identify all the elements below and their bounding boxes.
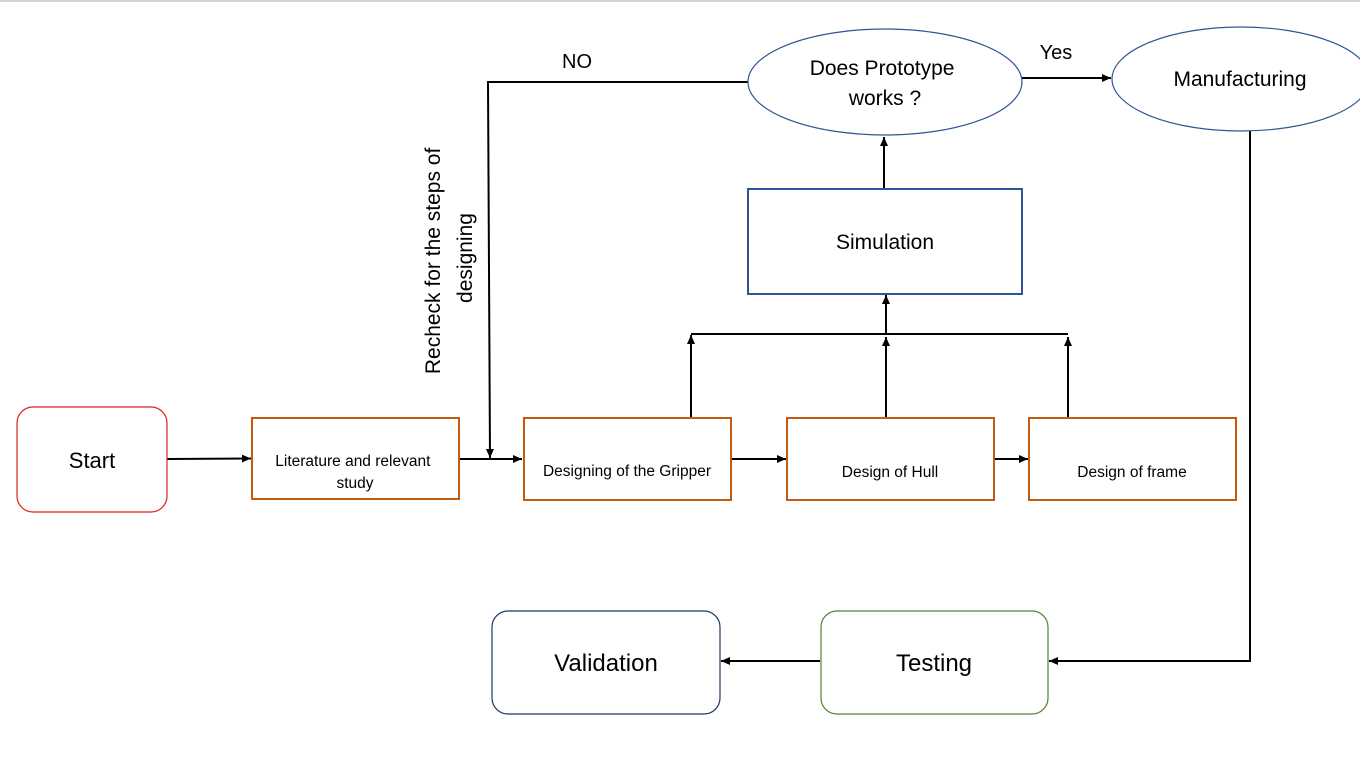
testing-label: Testing — [896, 650, 972, 677]
node-literature: Literature and relevant study — [251, 417, 460, 500]
manufacturing-ellipse — [1111, 26, 1360, 132]
frame-box — [1028, 417, 1237, 501]
node-start: Start — [16, 406, 168, 513]
manufacturing-label: Manufacturing — [1173, 68, 1306, 91]
node-validation: Validation — [491, 610, 721, 715]
gripper-label: Designing of the Gripper — [543, 463, 711, 480]
decision-ellipse — [747, 28, 1023, 136]
edge-label-no: NO — [562, 51, 592, 73]
arrow-no-feedback — [485, 81, 748, 459]
node-frame: Design of frame — [1028, 417, 1237, 501]
hull-label: Design of Hull — [842, 464, 939, 481]
literature-label: Literature and relevant study — [275, 453, 434, 492]
connectors — [166, 74, 1251, 665]
node-simulation: Simulation — [747, 188, 1023, 295]
edge-label-yes: Yes — [1040, 42, 1073, 64]
arrow-start-to-literature — [166, 454, 252, 463]
arrow-manufacturing-to-testing — [1049, 131, 1251, 665]
node-hull: Design of Hull — [786, 417, 995, 501]
simulation-box — [747, 188, 1023, 295]
edge-label-recheck: Recheck for the steps of designing — [422, 142, 477, 375]
validation-label: Validation — [554, 650, 658, 677]
start-box — [16, 406, 168, 513]
window-top-border — [0, 0, 1360, 2]
recheck-label: Recheck for the steps of designing — [422, 142, 477, 374]
hull-box — [786, 417, 995, 501]
start-label: Start — [69, 448, 115, 473]
validation-box — [491, 610, 721, 715]
testing-box — [820, 610, 1049, 715]
node-testing: Testing — [820, 610, 1049, 715]
node-manufacturing: Manufacturing — [1111, 26, 1360, 132]
node-gripper: Designing of the Gripper — [523, 417, 732, 501]
simulation-label: Simulation — [836, 231, 934, 254]
decision-label: Does Prototype works ? — [810, 57, 961, 110]
literature-box — [251, 417, 460, 500]
gripper-box — [523, 417, 732, 501]
frame-label: Design of frame — [1077, 464, 1186, 481]
node-decision: Does Prototype works ? — [747, 28, 1023, 136]
